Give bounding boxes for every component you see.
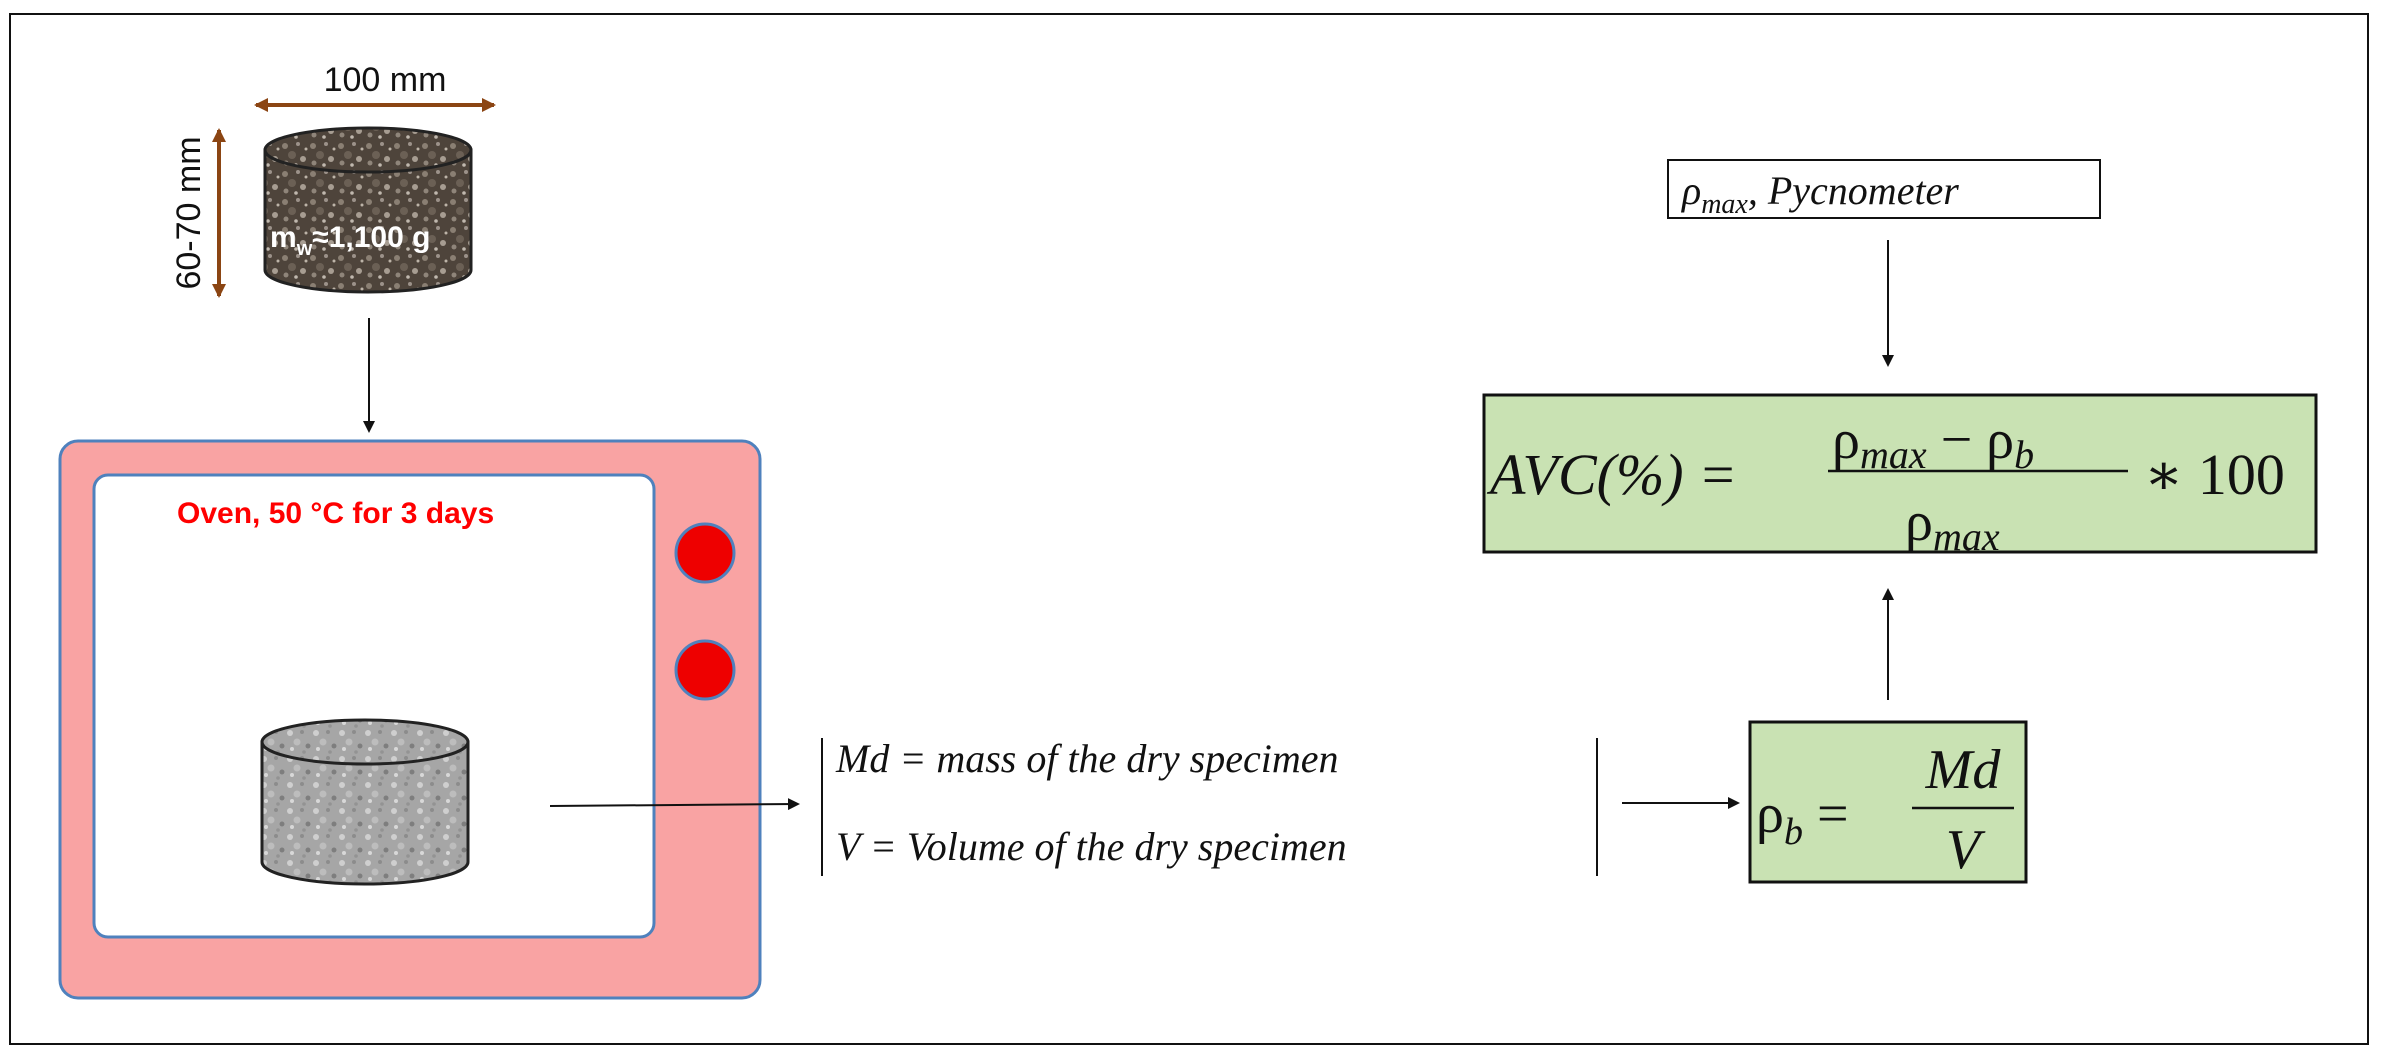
height-label: 60-70 mm: [170, 136, 208, 289]
bulk-density-formula: ρb= Md V: [1748, 720, 2028, 884]
avc-times-100: ∗ 100: [2144, 442, 2285, 507]
avc-box: [1482, 393, 2318, 554]
pycnometer-label: ρmax, Pycnometer: [1680, 168, 1959, 220]
pycnometer-box: ρmax, Pycnometer: [1667, 159, 2101, 220]
md-definition: Md = mass of the dry specimen: [835, 736, 1338, 781]
bulk-density-lhs: ρb=: [1756, 783, 1849, 853]
avc-formula: AVC(%) = ρmax − ρb ρmax ∗ 100: [1482, 393, 2318, 559]
oven-label: Oven, 50 °C for 3 days: [177, 497, 494, 530]
oven-knob-top: [674, 522, 736, 584]
avc-lhs: AVC(%) =: [1486, 442, 1737, 507]
v-definition: V = Volume of the dry specimen: [836, 824, 1347, 869]
oven-window: [92, 473, 656, 939]
oven-knob-bottom: [674, 639, 736, 701]
bulk-density-box: [1748, 720, 2028, 884]
dry-specimen-cylinder: [260, 718, 470, 886]
width-label: 100 mm: [324, 61, 447, 99]
bulk-density-denominator: V: [1946, 819, 1986, 881]
definitions-block: Md = mass of the dry specimen V = Volume…: [821, 736, 1598, 876]
bulk-density-numerator: Md: [1925, 739, 2002, 801]
wet-mass-label: mw≈1,100 g: [270, 221, 430, 260]
oven: Oven, 50 °C for 3 days: [58, 439, 762, 1000]
avc-numerator: ρmax − ρb: [1832, 409, 2034, 477]
oven-to-definitions-arrow: [549, 798, 800, 811]
figure-frame: [9, 13, 2369, 1045]
width-dimension: 100 mm: [254, 61, 496, 112]
wet-specimen-cylinder: mw≈1,100 g: [263, 126, 473, 294]
height-dimension: 60-70 mm: [170, 128, 226, 298]
avc-denominator: ρmax: [1905, 491, 2000, 559]
